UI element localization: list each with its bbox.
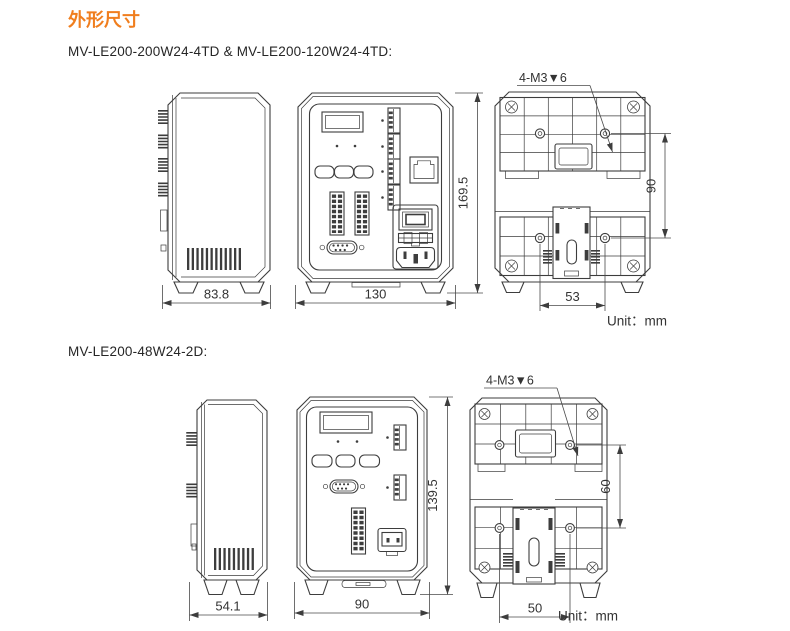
side-view-2 xyxy=(186,399,268,596)
back-cutout-1 xyxy=(554,143,593,170)
dim-side-width-2: 54.1 xyxy=(189,582,268,621)
foot xyxy=(420,281,446,294)
corner-screw xyxy=(505,259,518,273)
foot xyxy=(304,579,329,596)
back-view-2 xyxy=(469,397,608,599)
din-clip-1 xyxy=(543,206,600,280)
dim-label-side-width-2: 54.1 xyxy=(215,599,240,614)
serial-db9-connector-1 xyxy=(319,240,365,255)
power-switch xyxy=(398,208,433,231)
dim-label-hole-v-1: 90 xyxy=(644,179,659,193)
dim-height-1: 169.5 xyxy=(447,92,483,294)
iec-inlet xyxy=(395,246,436,269)
unit-label-2: Unit：mm xyxy=(558,609,618,624)
front-view-1 xyxy=(297,92,454,294)
side-latch-tab xyxy=(160,209,168,232)
mounting-hole xyxy=(494,440,505,450)
foot xyxy=(501,281,525,294)
screw-callout-label-1: 4-M3▼6 xyxy=(519,71,567,85)
foot xyxy=(173,281,199,294)
mounting-hole xyxy=(534,232,546,244)
corner-screw xyxy=(586,408,599,420)
din-rail-band-2 xyxy=(470,463,607,500)
dim-label-hole-h-2: 50 xyxy=(528,601,542,616)
page-title: 外形尺寸 xyxy=(68,10,140,30)
terminal-block-1b xyxy=(354,191,370,236)
drawing-section-2: 54.1 xyxy=(186,374,626,624)
dim-side-width-1: 83.8 xyxy=(162,285,271,309)
dim-height-2: 139.5 xyxy=(420,396,453,595)
front-view-2 xyxy=(296,396,428,596)
power-entry-module-1 xyxy=(392,204,439,270)
dim-front-width-2: 90 xyxy=(294,582,430,619)
dim-label-height-2: 139.5 xyxy=(425,479,440,512)
foot xyxy=(579,582,601,599)
dim-hole-spacing-v-2: 60 xyxy=(576,444,626,529)
terminal-block-2 xyxy=(350,507,367,555)
model-label-2: MV-LE200-48W24-2D: xyxy=(68,344,208,359)
dim-label-height-1: 169.5 xyxy=(456,177,471,210)
ethernet-port-1 xyxy=(409,156,439,184)
foot xyxy=(476,582,498,599)
dim-label-front-width-1: 130 xyxy=(365,287,387,302)
din-rail-band-1 xyxy=(495,170,650,212)
output-ports-2 xyxy=(386,424,407,501)
mounting-hole xyxy=(494,523,505,533)
panel-buttons-1 xyxy=(314,165,374,179)
unit-label-1: Unit：mm xyxy=(607,314,667,329)
din-clip-2 xyxy=(503,507,565,585)
dim-label-side-width-1: 83.8 xyxy=(204,287,229,302)
back-top-grid-1 xyxy=(499,96,646,172)
display-window-2 xyxy=(319,411,373,434)
fuse-drawer xyxy=(397,232,434,247)
corner-screw xyxy=(627,100,640,114)
indicator-led xyxy=(335,144,339,148)
corner-screw xyxy=(478,561,491,574)
dim-label-hole-v-2: 60 xyxy=(598,479,613,493)
corner-screw xyxy=(505,100,518,114)
mounting-hole xyxy=(599,232,611,244)
serial-db9-connector-2 xyxy=(322,479,366,494)
screw-callout-2: 4-M3▼6 xyxy=(484,374,579,457)
dim-hole-spacing-h-1: 53 xyxy=(539,244,606,311)
corner-screw xyxy=(586,561,599,574)
side-view-1 xyxy=(158,92,271,294)
mounting-hole xyxy=(565,523,575,533)
back-cutout-2 xyxy=(514,429,557,458)
back-view-1 xyxy=(494,91,651,294)
dim-hole-spacing-h-2: 50 xyxy=(499,534,571,623)
power-connector-2 xyxy=(377,527,407,556)
dim-hole-spacing-v-1: 90 xyxy=(611,133,671,239)
panel-buttons-2 xyxy=(311,454,381,468)
screw-callout-1: 4-M3▼6 xyxy=(517,71,613,153)
corner-screw xyxy=(627,259,640,273)
terminal-block-1a xyxy=(329,191,345,236)
indicator-led xyxy=(353,144,357,148)
output-ports-1 xyxy=(381,107,401,211)
model-label-1: MV-LE200-200W24-4TD & MV-LE200-120W24-4T… xyxy=(68,44,393,59)
mounting-hole xyxy=(534,128,546,139)
corner-screw xyxy=(478,408,491,420)
mounting-hole xyxy=(565,440,575,450)
dim-front-width-1: 130 xyxy=(295,285,456,309)
display-window-1 xyxy=(321,111,364,133)
indicator-led xyxy=(336,440,340,443)
foot xyxy=(235,579,260,596)
dim-label-front-width-2: 90 xyxy=(355,597,369,612)
foot xyxy=(239,281,265,294)
foot xyxy=(203,579,228,596)
foot xyxy=(396,579,421,596)
foot xyxy=(620,281,644,294)
foot xyxy=(305,281,331,294)
indicator-led xyxy=(355,440,359,443)
side-latch-tab xyxy=(190,523,198,547)
drawing-section-1: 83.8 xyxy=(158,71,671,329)
dim-label-hole-h-1: 53 xyxy=(565,289,579,304)
screw-callout-label-2: 4-M3▼6 xyxy=(486,374,534,388)
